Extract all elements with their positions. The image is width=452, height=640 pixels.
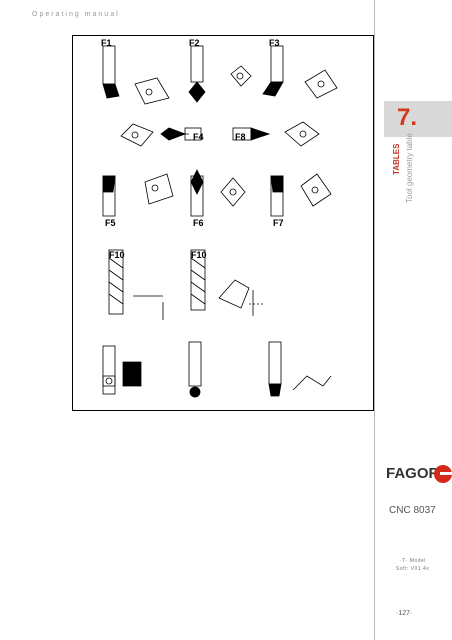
- manual-header: Operating manual: [32, 11, 120, 18]
- figure-label: F6: [193, 218, 204, 228]
- tool-geometry-figure: F1 F2 F3 F4 F8 F5 F6 F7 F10 F10: [72, 35, 374, 411]
- figure-label: F8: [235, 132, 246, 142]
- chapter-box: [384, 101, 452, 137]
- figure-label: F4: [193, 132, 204, 142]
- fagor-logo: FAGOR: [386, 465, 452, 483]
- page-number: ·127·: [396, 610, 413, 617]
- software-version: Soft: V01.4x: [396, 566, 430, 572]
- figure-label: F7: [273, 218, 284, 228]
- figure-label: F2: [189, 38, 200, 48]
- figure-label: F3: [269, 38, 280, 48]
- figure-label: F5: [105, 218, 116, 228]
- logo-text: FAGOR: [386, 465, 440, 482]
- model-name: CNC 8037: [389, 505, 436, 516]
- subsection-title: Tool geometry table: [405, 133, 414, 203]
- model-variant: ·T· Model: [400, 558, 426, 564]
- figure-label: F1: [101, 38, 112, 48]
- logo-mark-icon: [434, 465, 452, 483]
- tool-geometry-drawing: F1 F2 F3 F4 F8 F5 F6 F7 F10 F10: [101, 38, 338, 398]
- section-title: TABLES: [392, 143, 401, 175]
- figure-label: F10: [191, 250, 207, 260]
- chapter-number: 7.: [397, 104, 418, 131]
- figure-label: F10: [109, 250, 125, 260]
- margin-rule: [374, 0, 375, 640]
